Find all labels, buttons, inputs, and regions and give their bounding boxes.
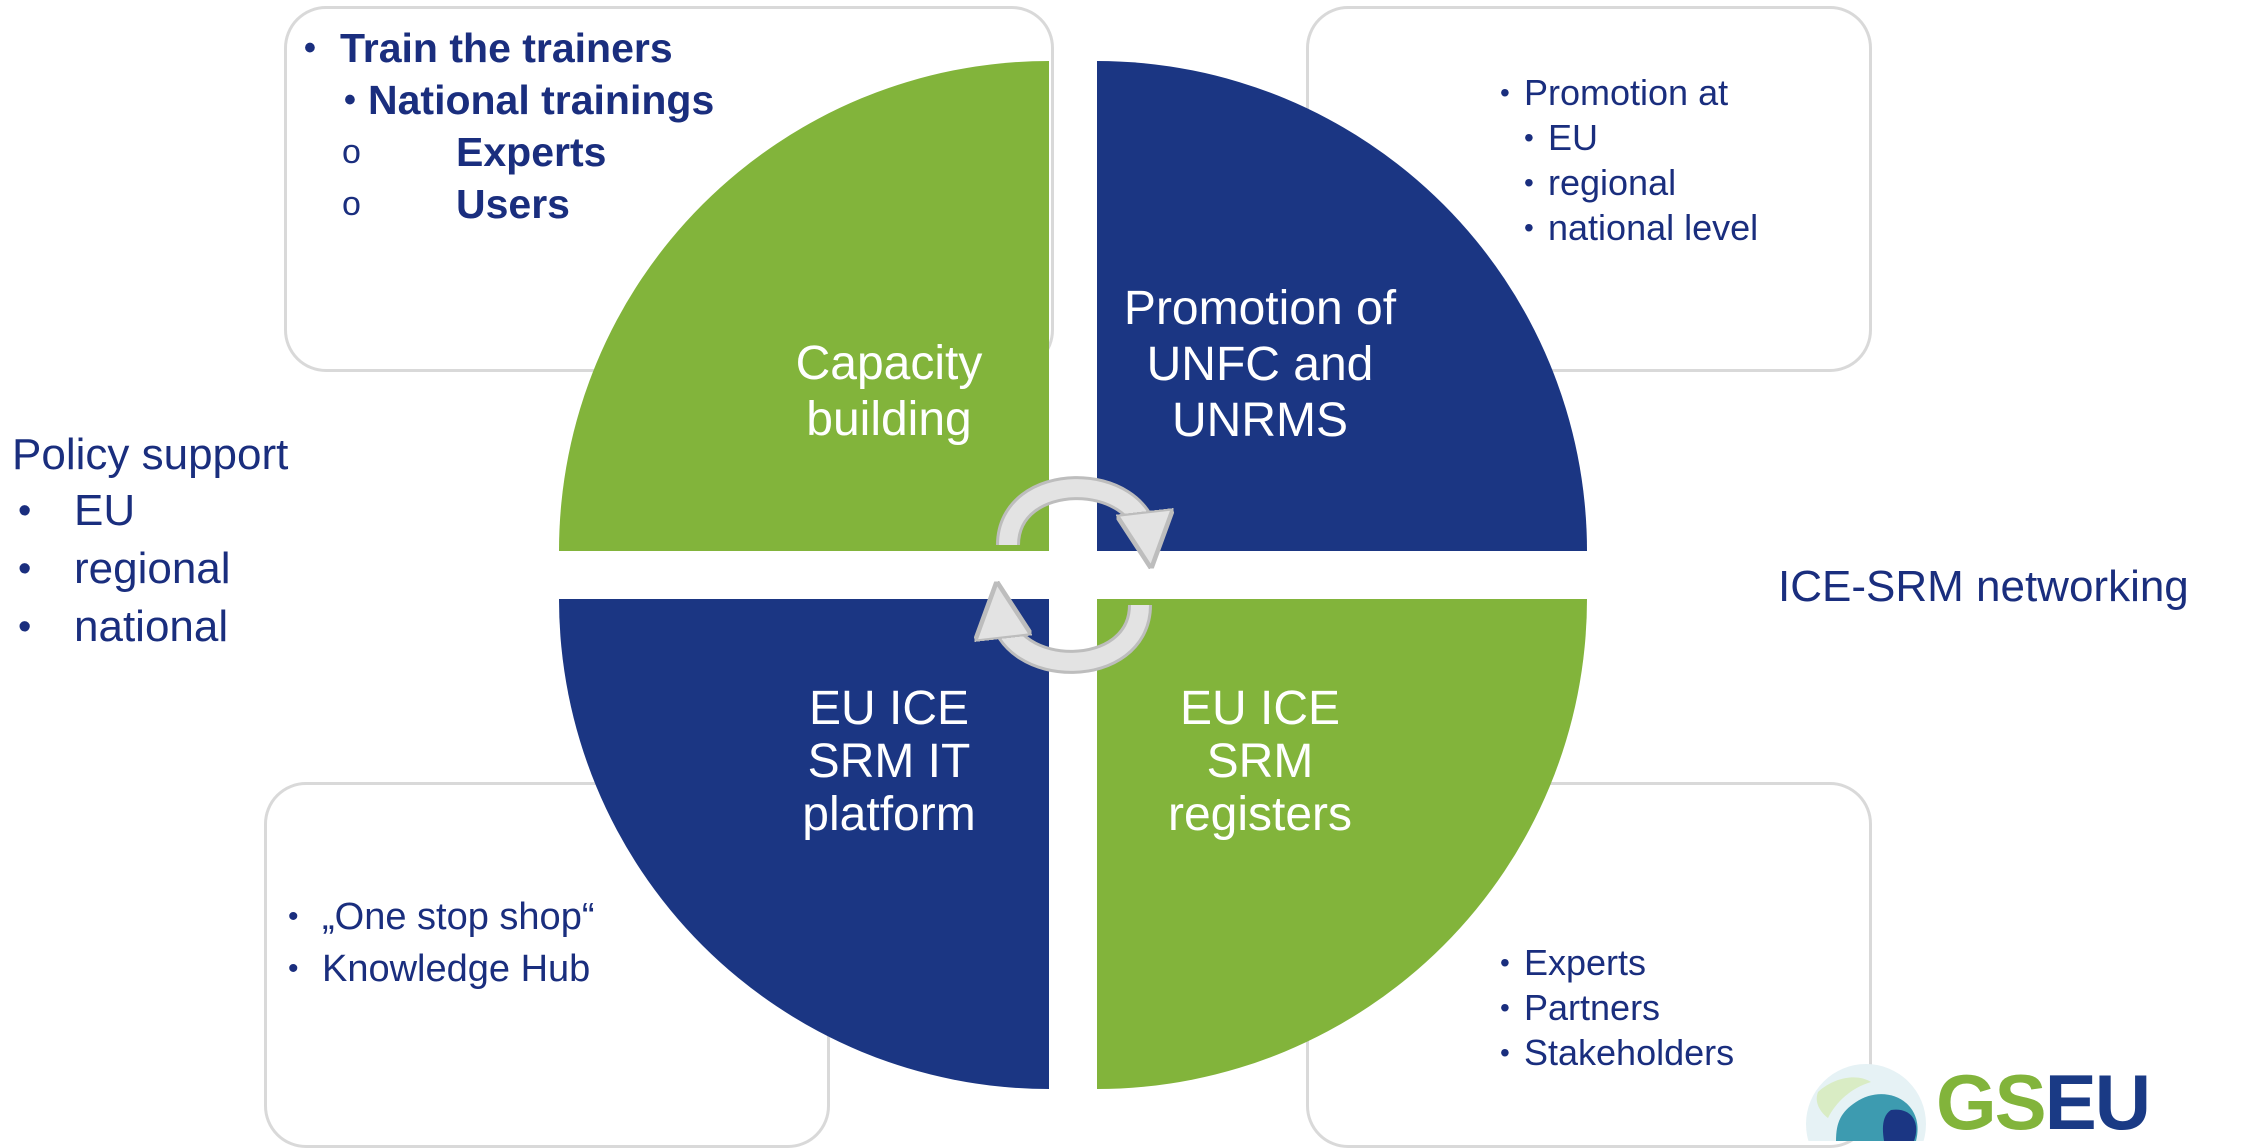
promotion-label: Promotion of UNFC and UNRMS (1100, 281, 1420, 449)
logo-gs: GS (1936, 1062, 2047, 1141)
promotion-line: UNFC and (1146, 338, 1374, 391)
promotion-list: Promotion at EU regional national level (1500, 70, 1758, 250)
quadrant-capacity-building (559, 61, 1049, 551)
it-platform-label: EU ICE SRM IT platform (729, 682, 1049, 841)
cycle-arrow-top-body (999, 479, 1148, 545)
platform-line: platform (802, 788, 976, 841)
list-item: national level (1500, 205, 1758, 250)
list-item: EU (1500, 115, 1758, 160)
list-item: National trainings (302, 74, 714, 126)
list-item: Experts (1500, 940, 1734, 985)
list-item: Partners (1500, 985, 1734, 1030)
list-item: Knowledge Hub (286, 943, 594, 995)
capacity-line: building (806, 393, 972, 446)
list-item: regional (1500, 160, 1758, 205)
promotion-line: Promotion of (1123, 282, 1397, 335)
gseu-logo: GSEU (1796, 1062, 2176, 1141)
list-item: Promotion at (1500, 70, 1758, 115)
policy-support-list: EU regional national (12, 482, 231, 656)
globe-logo-icon (1806, 1064, 1926, 1141)
registers-label: EU ICE SRM registers (1100, 682, 1420, 841)
list-item: „One stop shop“ (286, 891, 594, 943)
quadrant-promotion (1097, 61, 1587, 551)
quadrant-registers (1097, 599, 1587, 1089)
list-item: Train the trainers (302, 22, 714, 74)
platform-line: EU ICE (808, 682, 970, 735)
capacity-building-label: Capacity building (729, 336, 1049, 448)
policy-support-title: Policy support (12, 430, 289, 479)
logo-eu: EU (2044, 1062, 2151, 1141)
list-item: EU (12, 482, 231, 540)
platform-list: „One stop shop“ Knowledge Hub (286, 891, 594, 995)
capacity-line: Capacity (795, 337, 983, 390)
cycle-arrow-bottom-body (1000, 605, 1149, 671)
list-item: Stakeholders (1500, 1030, 1734, 1075)
capacity-list: Train the trainers National trainings Ex… (302, 22, 714, 230)
list-item: national (12, 598, 231, 656)
registers-line: EU ICE (1179, 682, 1341, 735)
registers-line: registers (1167, 788, 1353, 841)
registers-list: Experts Partners Stakeholders (1500, 940, 1734, 1075)
list-item: regional (12, 540, 231, 598)
list-item: Experts (302, 126, 714, 178)
gseu-wordmark: GSEU (1936, 1062, 2151, 1141)
registers-line: SRM (1206, 735, 1314, 788)
platform-line: SRM IT (807, 735, 971, 788)
networking-label: ICE-SRM networking (1778, 562, 2189, 611)
list-item: Users (302, 178, 714, 230)
quadrant-it-platform (559, 599, 1049, 1089)
promotion-line: UNRMS (1172, 394, 1348, 447)
